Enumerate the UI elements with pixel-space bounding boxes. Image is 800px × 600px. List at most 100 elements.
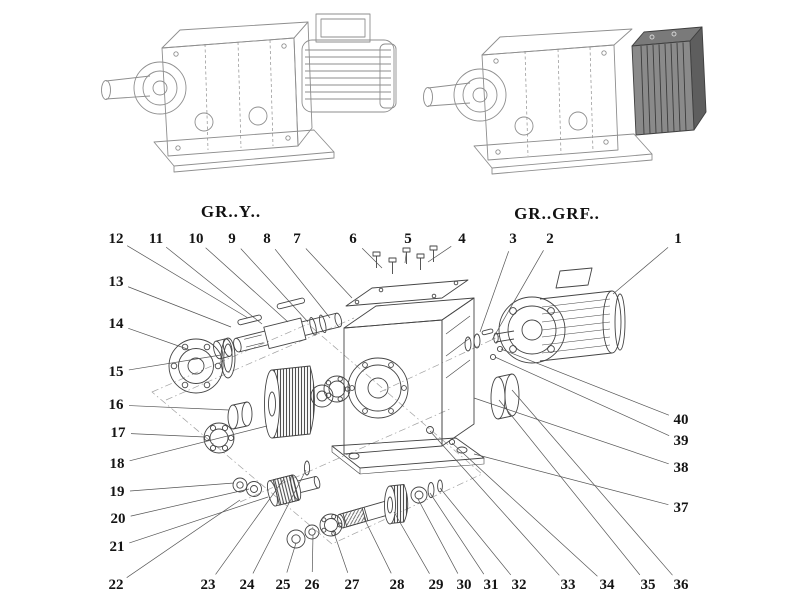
helical-gear-large: [264, 365, 315, 439]
callout-number-19: 19: [110, 484, 125, 500]
callout-number-5: 5: [404, 231, 412, 247]
pinion-gear-shaft: [266, 474, 321, 507]
leader-line-7: [305, 248, 353, 299]
callout-number-31: 31: [484, 577, 499, 593]
housing-side-face: [441, 297, 475, 447]
leader-line-33: [429, 430, 560, 576]
housing-top-face: [343, 297, 475, 329]
leader-line-39: [494, 356, 670, 436]
callout-number-10: 10: [189, 231, 204, 247]
ball-bearing-middle: [323, 375, 351, 403]
callout-number-1: 1: [674, 231, 682, 247]
callout-number-11: 11: [149, 231, 163, 247]
foot-bolt: [448, 438, 456, 446]
leader-line-25: [286, 542, 297, 573]
shaft-key-short: [276, 297, 306, 310]
callout-number-33: 33: [561, 577, 576, 593]
callout-number-13: 13: [109, 274, 124, 290]
terminal-box: [315, 13, 371, 43]
leader-line-16: [128, 405, 230, 411]
leader-line-8: [274, 248, 331, 319]
gear-housing: [481, 28, 633, 161]
callout-number-4: 4: [458, 231, 466, 247]
input-adapter-sleeve: [490, 373, 520, 420]
leader-line-20: [130, 488, 250, 517]
leader-line-32: [439, 487, 512, 576]
callout-number-24: 24: [240, 577, 256, 593]
callout-number-2: 2: [546, 231, 554, 247]
leader-line-30: [417, 498, 459, 574]
circlip: [309, 317, 317, 336]
callout-number-3: 3: [509, 231, 517, 247]
phantom-outline: [151, 323, 483, 545]
mounting-feet: [153, 129, 335, 173]
motor-shaft-parts: [464, 328, 504, 361]
washers-intermediate: [232, 477, 262, 497]
leader-line-29: [393, 511, 430, 574]
output-shaft: [235, 312, 341, 353]
callout-number-34: 34: [600, 577, 616, 593]
callout-number-23: 23: [201, 577, 216, 593]
callout-number-14: 14: [109, 316, 125, 332]
housing-front-face: [343, 319, 443, 455]
fan-cover: [379, 43, 397, 109]
spacer-bushing: [227, 401, 253, 430]
leader-line-5: [404, 251, 407, 264]
callout-number-7: 7: [293, 231, 301, 247]
fan-cover: [614, 293, 626, 351]
output-shaft: [101, 61, 187, 115]
leader-line-35: [498, 399, 641, 576]
gearmotor-foot-mounted-drawing: [101, 13, 397, 173]
callout-number-15: 15: [109, 364, 124, 380]
oil-seal-ring: [220, 337, 236, 379]
callout-number-29: 29: [429, 577, 444, 593]
callout-number-32: 32: [512, 577, 527, 593]
gearmotor-flange-input-drawing: [423, 26, 707, 175]
mounting-feet: [473, 133, 653, 175]
callout-number-17: 17: [111, 425, 127, 441]
callout-number-12: 12: [109, 231, 124, 247]
input-washer-2: [304, 524, 320, 540]
retaining-rings: [410, 479, 443, 504]
gear-second-stage: [384, 484, 409, 525]
cover-bolts: [372, 245, 438, 274]
leader-line-12: [126, 245, 249, 319]
callout-number-30: 30: [457, 577, 472, 593]
leader-line-15: [128, 354, 222, 371]
leader-line-26: [311, 534, 314, 573]
callout-number-28: 28: [390, 577, 405, 593]
intermediate-axis-line: [239, 407, 453, 503]
exploded-view: [151, 245, 626, 549]
callout-number-6: 6: [349, 231, 357, 247]
input-washer: [286, 529, 306, 549]
ball-bearing-input: [319, 513, 343, 537]
housing-cover: [345, 279, 469, 307]
gear-housing: [161, 21, 313, 157]
leader-line-9: [240, 248, 309, 323]
leader-line-18: [129, 425, 268, 462]
callout-number-18: 18: [110, 456, 125, 472]
callout-number-26: 26: [305, 577, 321, 593]
motor: [301, 13, 397, 113]
leader-line-22: [126, 499, 241, 578]
callout-number-37: 37: [674, 500, 690, 516]
leader-line-14: [128, 327, 191, 351]
leader-line-38: [473, 397, 669, 465]
shaft-key-long: [237, 314, 262, 326]
callout-number-8: 8: [263, 231, 271, 247]
callout-number-38: 38: [674, 460, 689, 476]
leader-line-4: [427, 245, 452, 263]
callout-number-35: 35: [641, 577, 656, 593]
callout-number-27: 27: [345, 577, 361, 593]
callout-number-9: 9: [228, 231, 236, 247]
leader-line-10: [205, 247, 289, 323]
leader-line-11: [165, 246, 263, 325]
gear-housing-exploded: [331, 245, 485, 475]
leader-lines: [126, 245, 673, 578]
drain-plug: [426, 426, 434, 434]
leader-line-13: [127, 286, 232, 328]
motor-flange: [498, 296, 566, 364]
